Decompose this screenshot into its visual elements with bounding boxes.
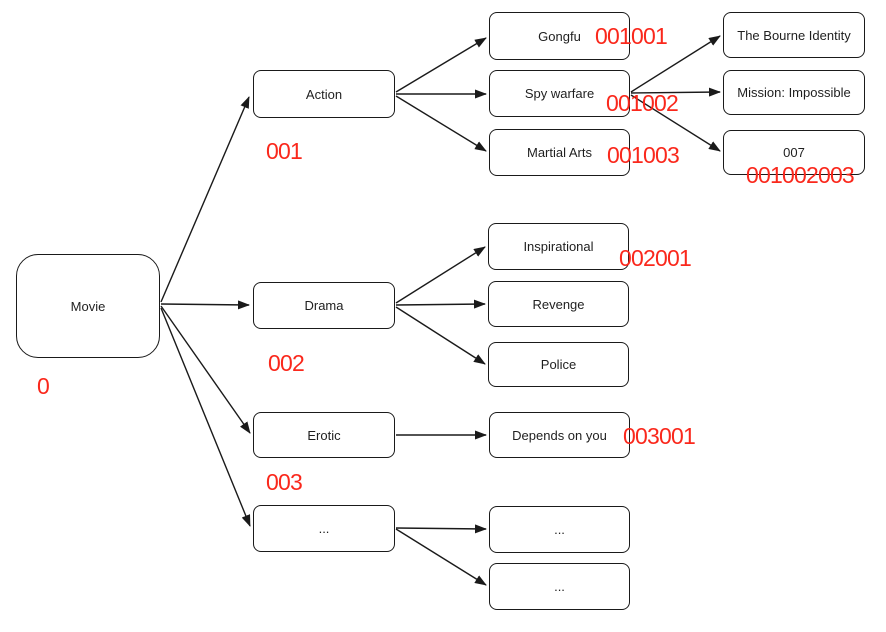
edge-drama-police <box>395 306 486 365</box>
node-bourne-identity: The Bourne Identity <box>723 12 865 58</box>
node-bourne-identity-label: The Bourne Identity <box>737 27 851 43</box>
node-etc-level2-a: ... <box>489 506 630 553</box>
edge-action-gongfu <box>395 37 487 93</box>
node-etc-level2-b-label: ... <box>554 579 565 594</box>
node-spy-warfare: Spy warfare <box>489 70 630 117</box>
node-police: Police <box>488 342 629 387</box>
node-spy-warfare-label: Spy warfare <box>524 86 595 101</box>
code-spy-warfare: 001002 <box>606 90 679 116</box>
edge-movie-erotic <box>160 305 251 434</box>
edge-etc-etc2a <box>395 524 487 534</box>
edge-spy-mission <box>630 87 721 97</box>
node-mission-impossible-label: Mission: Impossible <box>737 85 851 100</box>
edge-spy-bourne <box>630 35 721 93</box>
node-action-label: Action <box>305 86 343 102</box>
edge-drama-revenge <box>395 299 486 309</box>
node-etc-level1: ... <box>253 505 395 552</box>
code-movie: 0 <box>37 373 50 399</box>
edge-etc-etc2b <box>395 528 487 586</box>
node-depends-on-you-label: Depends on you <box>512 427 607 443</box>
node-007: 007 <box>723 130 865 175</box>
node-etc-level2-a-label: ... <box>554 522 565 537</box>
node-depends-on-you: Depends on you <box>489 412 630 458</box>
code-action: 001 <box>266 138 303 164</box>
node-revenge: Revenge <box>488 281 629 327</box>
node-etc-level2-b: ... <box>489 563 630 610</box>
node-martial-arts: Martial Arts <box>489 129 630 176</box>
edge-spy-007 <box>630 94 721 152</box>
node-gongfu-label: Gongfu <box>538 28 581 44</box>
node-drama: Drama <box>253 282 395 329</box>
code-depends-on-you: 003001 <box>623 423 696 449</box>
node-movie-label: Movie <box>70 298 106 314</box>
node-movie: Movie <box>16 254 160 358</box>
code-erotic: 003 <box>266 469 303 495</box>
node-etc-level1-label: ... <box>318 521 330 536</box>
edge-movie-etc <box>160 307 251 527</box>
node-action: Action <box>253 70 395 118</box>
node-revenge-label: Revenge <box>532 296 585 312</box>
node-police-label: Police <box>540 357 577 372</box>
code-drama: 002 <box>268 350 305 376</box>
node-erotic: Erotic <box>253 412 395 458</box>
edge-movie-action <box>160 96 250 303</box>
node-mission-impossible: Mission: Impossible <box>723 70 865 115</box>
node-martial-arts-label: Martial Arts <box>526 145 592 160</box>
node-drama-label: Drama <box>304 298 344 313</box>
code-inspirational: 002001 <box>619 245 692 271</box>
code-gongfu: 001001 <box>595 23 668 49</box>
edge-movie-drama <box>160 300 250 310</box>
code-007: 001002003 <box>746 162 855 188</box>
edge-drama-inspirational <box>395 246 486 304</box>
node-gongfu: Gongfu <box>489 12 630 60</box>
code-martial-arts: 001003 <box>607 142 680 168</box>
edge-action-martial <box>395 95 487 152</box>
node-inspirational-label: Inspirational <box>523 239 594 254</box>
node-007-label: 007 <box>783 145 805 160</box>
node-inspirational: Inspirational <box>488 223 629 270</box>
node-erotic-label: Erotic <box>307 427 341 443</box>
